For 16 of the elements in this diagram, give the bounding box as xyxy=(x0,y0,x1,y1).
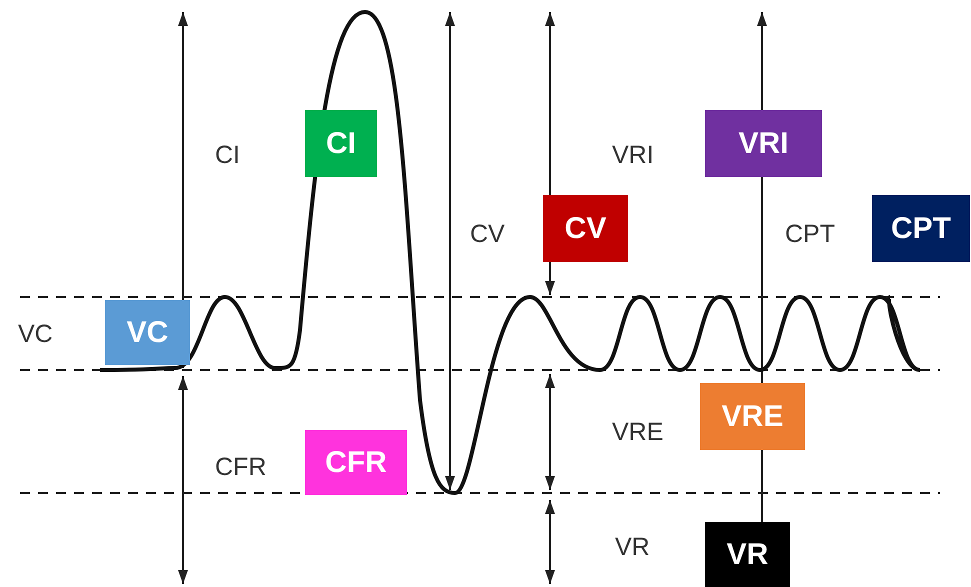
volume-label: VRI xyxy=(612,143,654,168)
volume-label-box: VC xyxy=(105,300,190,365)
volume-label: CPT xyxy=(785,222,835,247)
volume-label: VRE xyxy=(612,420,664,445)
volume-label-box: VRI xyxy=(705,110,822,177)
volume-label: CI xyxy=(215,143,240,168)
volume-label-box: CI xyxy=(305,110,377,177)
volume-label-box: VR xyxy=(705,522,790,587)
volume-label: CV xyxy=(470,222,505,247)
volume-label-box: VRE xyxy=(700,383,805,450)
volume-label: VC xyxy=(18,322,53,347)
volume-label-box: CPT xyxy=(872,195,970,262)
volume-label: VR xyxy=(615,535,650,560)
volume-label-box: CFR xyxy=(305,430,407,495)
volume-label-box: CV xyxy=(543,195,628,262)
volume-label: CFR xyxy=(215,455,266,480)
